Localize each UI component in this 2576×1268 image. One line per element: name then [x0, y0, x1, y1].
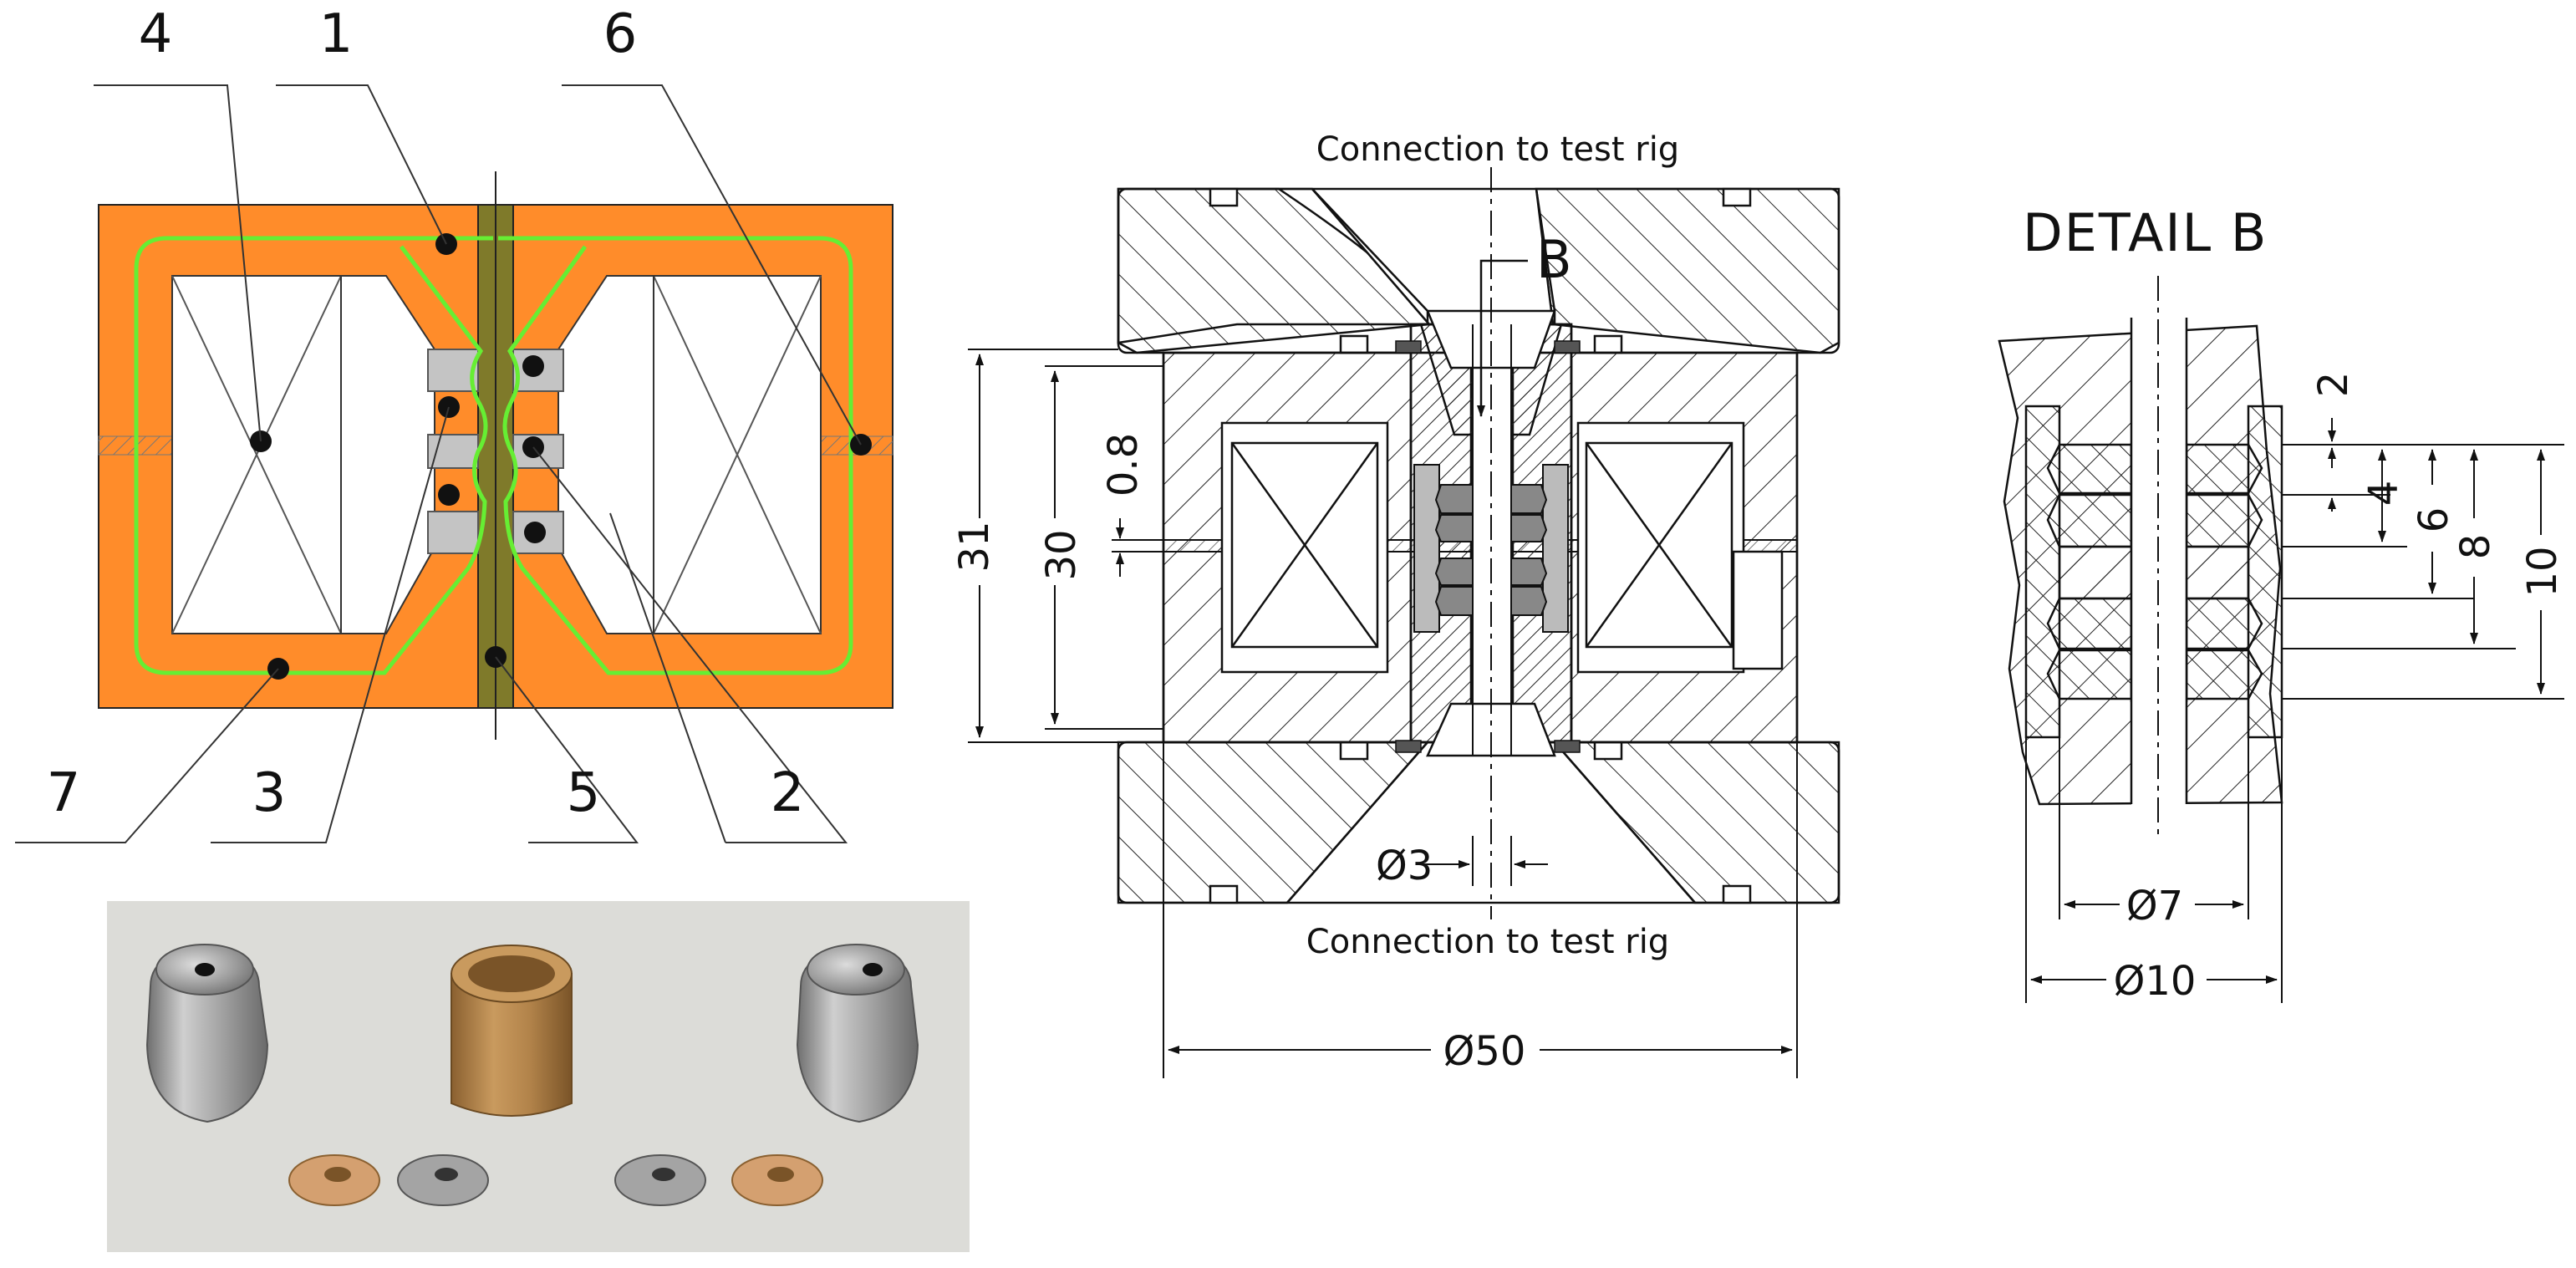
caption-top: Connection to test rig [1316, 130, 1679, 169]
part-label-3: 3 [252, 762, 287, 824]
part-label-1: 1 [319, 3, 354, 65]
parts-photo [107, 901, 970, 1252]
leader-lines [15, 84, 862, 843]
coil-window-right [557, 275, 822, 634]
dim-phi50: Ø50 [1443, 1028, 1526, 1075]
dim-30: 30 [1038, 529, 1085, 580]
detail-dim-8: 8 [2452, 534, 2499, 560]
detail-b-marker: B [1536, 229, 1574, 290]
bronze-bushing [451, 945, 573, 1117]
detail-title: DETAIL B [2023, 202, 2268, 263]
insert-blocks [427, 349, 564, 554]
washer-copper-left [288, 1154, 380, 1206]
detail-dim-phi7: Ø7 [2126, 883, 2183, 929]
part-label-2: 2 [771, 762, 805, 824]
detail-dim-2: 2 [2310, 372, 2357, 398]
steel-pole-right [796, 944, 919, 1123]
washer-steel-right [614, 1154, 706, 1206]
part-label-5: 5 [567, 762, 601, 824]
washer-copper-right [731, 1154, 823, 1206]
flux-path-left [134, 236, 493, 675]
schematic-diagram: 4 1 6 7 3 5 2 [15, 3, 893, 843]
part-label-4: 4 [139, 3, 173, 65]
detail-dim-6: 6 [2411, 507, 2457, 533]
steel-pole-left [145, 944, 269, 1123]
dim-31: 31 [951, 521, 998, 572]
coil-left [1220, 421, 1389, 674]
detail-dim-4: 4 [2360, 481, 2407, 507]
detail-b-drawing [1998, 276, 2283, 836]
part-label-7: 7 [47, 762, 81, 824]
dim-0-8: 0.8 [1100, 433, 1147, 497]
part-label-6: 6 [603, 3, 638, 65]
cross-section-drawing [1117, 167, 1840, 919]
washer-steel-left [397, 1154, 489, 1206]
flux-path-right [498, 236, 853, 675]
coil-window-left [171, 275, 451, 634]
detail-dim-10: 10 [2519, 546, 2566, 597]
caption-bottom: Connection to test rig [1306, 923, 1669, 961]
dim-phi3: Ø3 [1376, 843, 1433, 889]
detail-b-leader [1477, 259, 1528, 417]
detail-dim-phi10: Ø10 [2114, 958, 2197, 1005]
coil-right [1576, 421, 1745, 674]
